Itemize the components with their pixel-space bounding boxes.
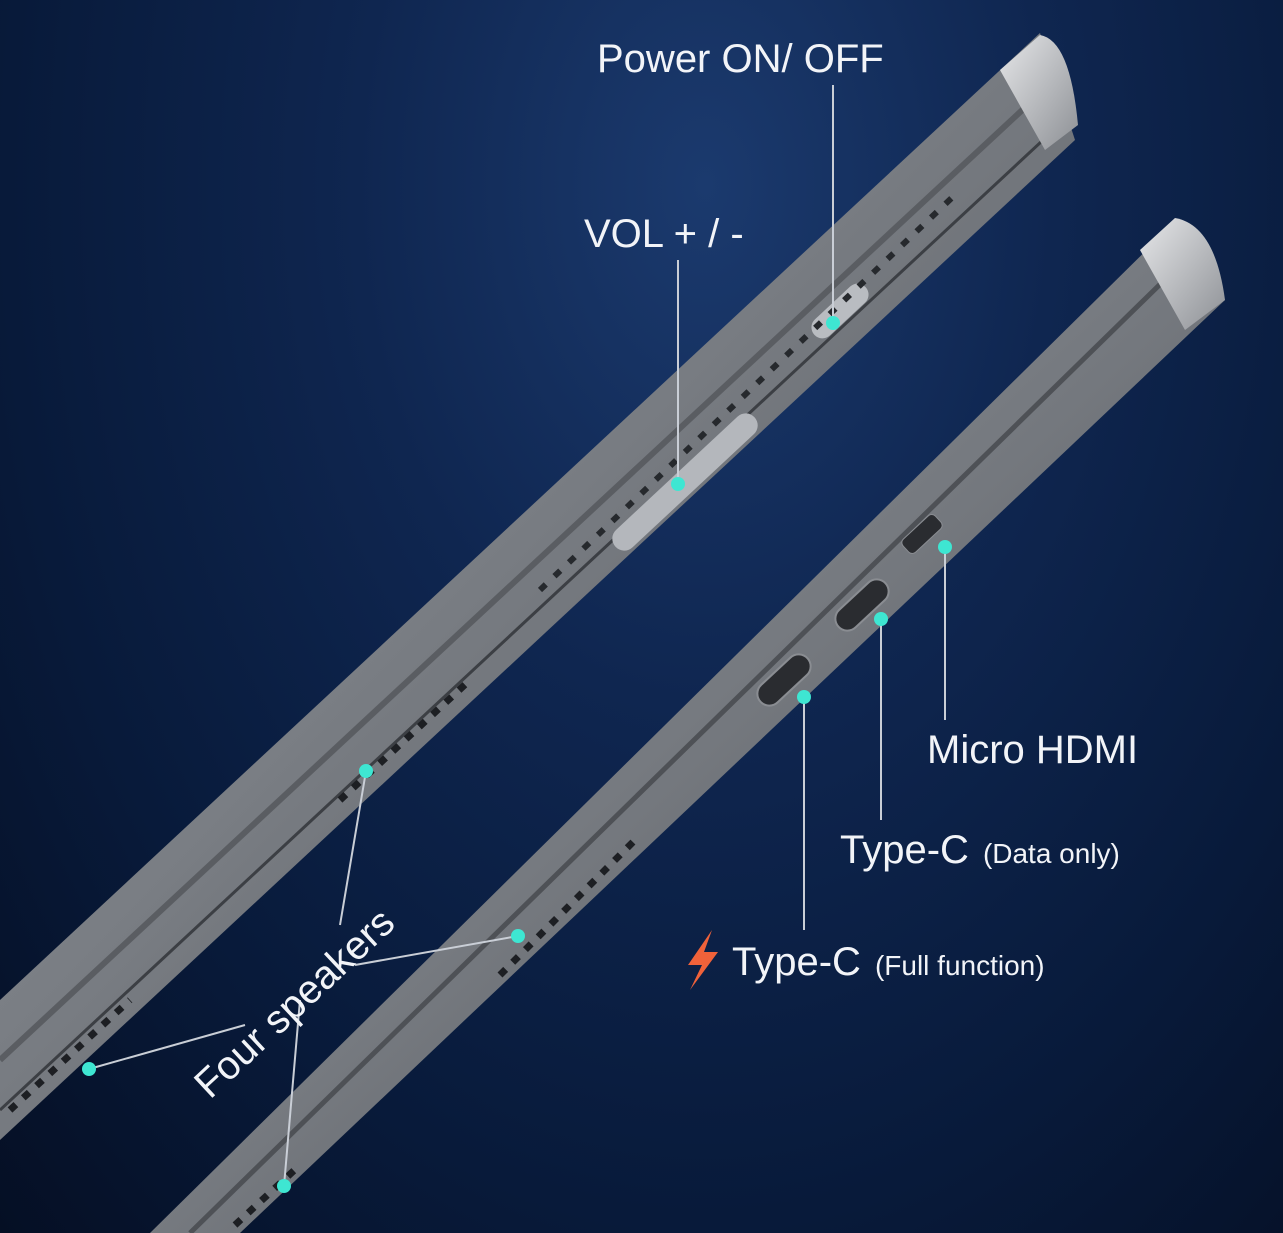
micro-hdmi-label: Micro HDMI	[927, 728, 1138, 772]
type-c-data-marker	[874, 612, 888, 626]
type-c-full-marker	[797, 690, 811, 704]
speaker-grille	[232, 1162, 303, 1228]
speaker-grille	[337, 677, 473, 803]
type-c-data-title: Type-C	[840, 828, 969, 872]
type-c-data-port	[834, 578, 890, 632]
type-c-data-label: Type-C (Data only)	[840, 828, 1120, 872]
power-label: Power ON/ OFF	[597, 37, 884, 81]
type-c-full-note: (Full function)	[875, 950, 1045, 981]
hinge-cap	[1140, 218, 1225, 330]
volume-label: VOL + / -	[584, 212, 744, 256]
leader-lines	[88, 85, 946, 1187]
marker-dots	[82, 316, 952, 1193]
speaker-marker	[359, 764, 373, 778]
speaker-marker	[511, 929, 525, 943]
type-c-data-note: (Data only)	[983, 838, 1120, 869]
type-c-full-port	[756, 653, 812, 707]
hinge-cap	[1000, 35, 1078, 150]
power-button	[811, 283, 869, 339]
speaker-grille	[497, 832, 643, 978]
lower-device-edge	[150, 218, 1225, 1233]
micro-hdmi-port	[901, 513, 943, 555]
speaker-marker	[277, 1179, 291, 1193]
power-marker	[826, 316, 840, 330]
type-c-full-title: Type-C	[732, 940, 861, 984]
volume-rocker	[612, 413, 758, 551]
upper-device-edge	[0, 33, 1078, 1140]
volume-marker	[671, 477, 685, 491]
vent-holes	[537, 187, 963, 593]
lightning-icon	[688, 930, 718, 990]
hdmi-marker	[938, 540, 952, 554]
type-c-full-label: Type-C (Full function)	[732, 940, 1045, 984]
speaker-marker	[82, 1062, 96, 1076]
